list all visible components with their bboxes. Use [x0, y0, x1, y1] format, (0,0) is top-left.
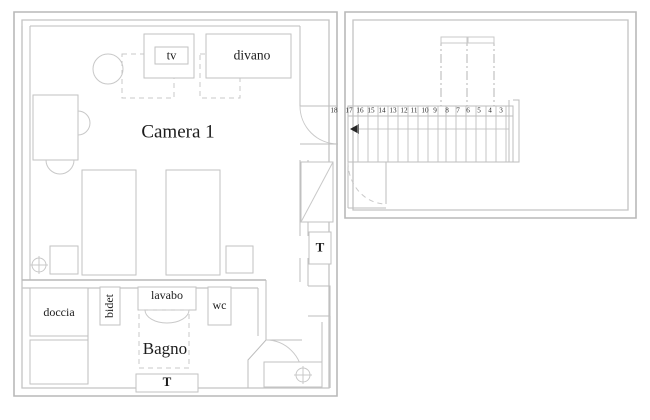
stair-step-10: 10 [421, 107, 429, 115]
stair-step-11: 11 [411, 107, 418, 115]
chair-bottom [45, 159, 75, 175]
nightstand-left [49, 245, 79, 275]
stair-step-6: 6 [466, 107, 470, 115]
bathtub [29, 339, 89, 385]
divano-label: divano [234, 48, 271, 63]
stair-step-9: 9 [433, 107, 437, 115]
camera-1-label: Camera 1 [141, 121, 214, 142]
tv-unit [154, 46, 189, 65]
entry-door-arc [299, 105, 339, 145]
stair-step-17: 17 [345, 107, 353, 115]
lavabo-basin [144, 309, 190, 324]
stair-step-4: 4 [488, 107, 492, 115]
camera-1-partitions [21, 25, 309, 300]
stair-step-3: 3 [499, 107, 503, 115]
stair-step-15: 15 [367, 107, 375, 115]
stair-step-18: 18 [330, 107, 338, 115]
bidet [99, 286, 121, 326]
radiator-bagno-label: T [163, 374, 172, 389]
lavabo-label: lavabo [151, 288, 183, 302]
wardrobe [32, 94, 79, 161]
stair-step-5: 5 [477, 107, 481, 115]
bagno-fixtures: doccia bidet lavabo wc T [29, 286, 232, 393]
tv-label: tv [167, 48, 177, 62]
doccia-label: doccia [43, 305, 75, 319]
round-table [92, 53, 124, 85]
wc-label: wc [213, 298, 227, 312]
stair-step-13: 13 [389, 107, 397, 115]
staircase: 18 17 16 15 14 13 12 11 10 9 8 7 6 5 4 3 [330, 36, 520, 209]
bottom-fixture [263, 361, 323, 388]
bidet-label: bidet [102, 293, 116, 318]
stair-treads [357, 106, 507, 162]
under-stair-door [347, 161, 387, 209]
radiator-bagno [135, 373, 199, 393]
bed-right [165, 169, 221, 276]
floor-point-icon [30, 256, 48, 274]
window-diagonal [300, 161, 334, 223]
stair-step-7: 7 [456, 107, 460, 115]
corridor-entry: T [247, 105, 339, 388]
stair-step-12: 12 [400, 107, 408, 115]
under-stair-door-arc [347, 161, 387, 205]
bed-left [81, 169, 137, 276]
stair-step-8: 8 [445, 107, 449, 115]
radiator-corridor [308, 231, 332, 265]
stairwell-void [440, 36, 495, 106]
doccia [29, 287, 89, 337]
sofa [205, 33, 292, 79]
outer-walls [13, 11, 637, 397]
radiator-corridor-label: T [316, 239, 325, 254]
bagno-label: Bagno [143, 339, 187, 358]
chair-right [77, 110, 91, 136]
camera-1-furniture: tv divano [30, 33, 292, 276]
stair-step-numbers: 18 17 16 15 14 13 12 11 10 9 8 7 6 5 4 3 [330, 107, 503, 115]
stair-step-16: 16 [356, 107, 364, 115]
wc [207, 286, 232, 326]
nightstand-right [225, 245, 254, 274]
stair-direction-arrow [350, 124, 359, 134]
stair-step-14: 14 [378, 107, 386, 115]
